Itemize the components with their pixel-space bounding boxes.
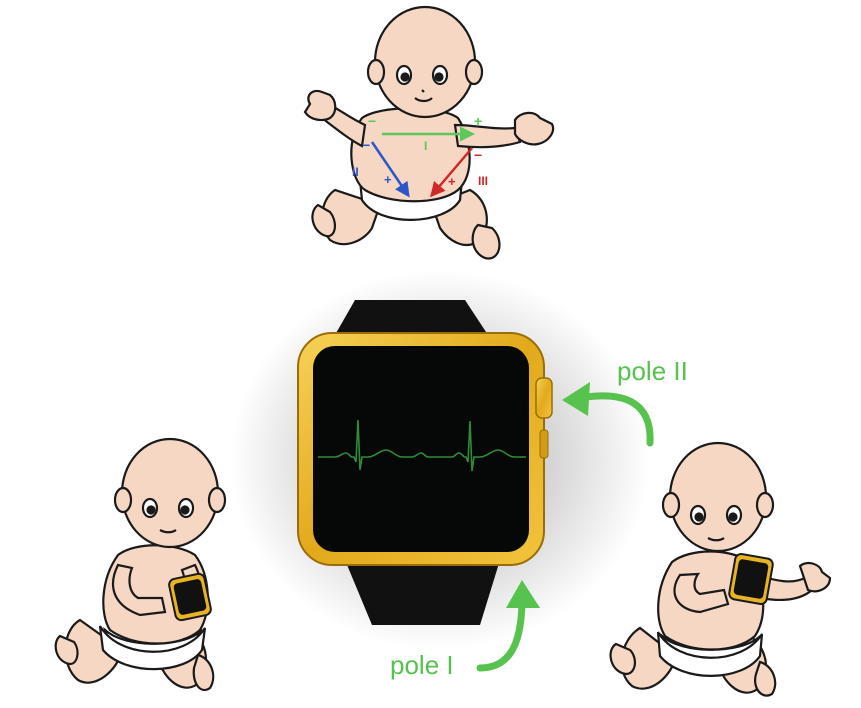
smartwatch — [230, 270, 650, 650]
baby-left-illustration — [56, 439, 225, 690]
lead-three-positive-sign: + — [448, 174, 456, 189]
lead-two-positive-sign: + — [384, 172, 392, 187]
lead-three-negative-sign: − — [474, 147, 482, 163]
lead-two-label: II — [352, 165, 359, 179]
watch-side-button — [540, 430, 548, 458]
pole-two-label: pole II — [617, 356, 688, 386]
watch-screen — [313, 346, 529, 552]
lead-two-negative-sign: − — [362, 137, 370, 153]
lead-one-positive-sign: + — [474, 113, 482, 129]
watch-crown — [536, 378, 552, 418]
lead-one-negative-sign: − — [368, 113, 376, 129]
watch-strap-bottom — [345, 560, 500, 625]
watch-strap-top — [335, 300, 488, 335]
baby-left-watch — [168, 573, 212, 622]
lead-three-label: III — [478, 174, 488, 188]
lead-one-label: I — [424, 139, 427, 153]
baby-top-illustration — [305, 7, 553, 258]
baby-right-watch — [728, 553, 773, 605]
pole-one-label: pole I — [390, 650, 454, 680]
